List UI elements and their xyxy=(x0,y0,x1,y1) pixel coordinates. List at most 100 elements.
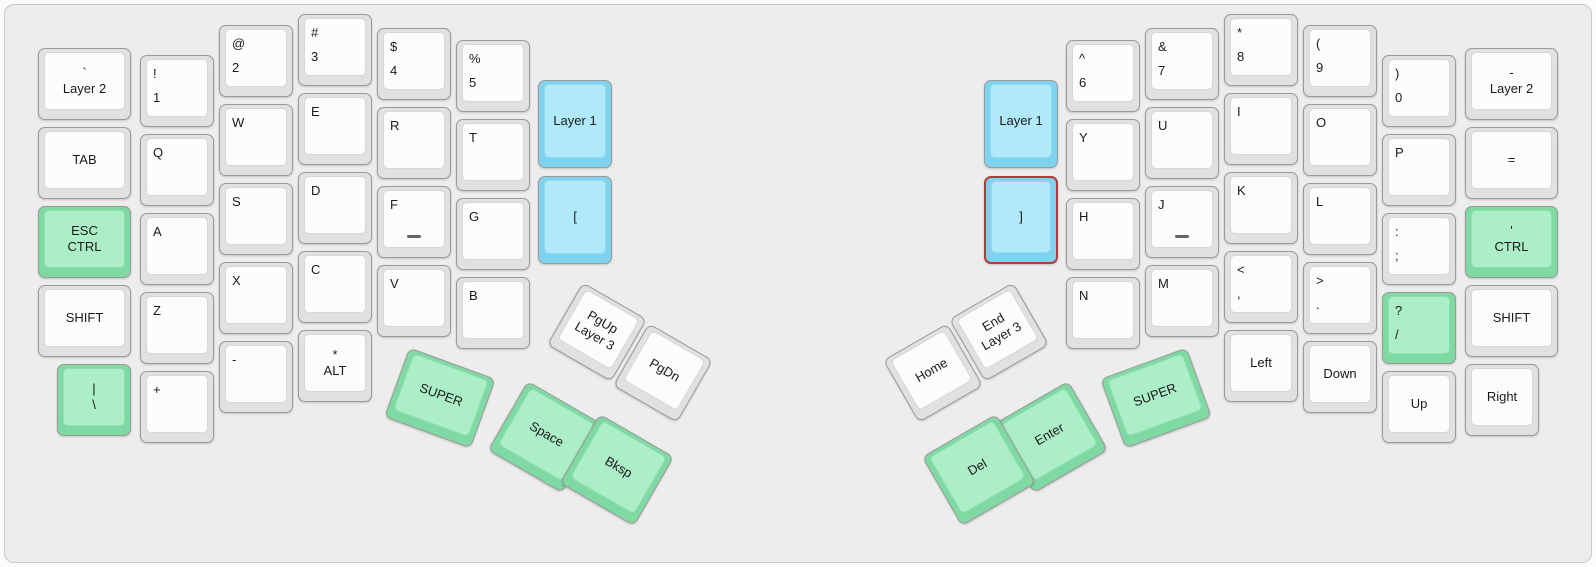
key-hash-3[interactable]: #3 xyxy=(298,14,372,86)
key-legend: - xyxy=(1509,65,1514,80)
key-star-8[interactable]: *8 xyxy=(1224,14,1298,86)
key-b[interactable]: B xyxy=(456,277,530,349)
key-paren-0[interactable]: )0 xyxy=(1382,55,1456,127)
key-c[interactable]: C xyxy=(298,251,372,323)
key-down[interactable]: Down xyxy=(1303,341,1377,413)
key-legend: ? xyxy=(1395,303,1403,318)
key-a[interactable]: A xyxy=(140,213,214,285)
key-legend: Y xyxy=(1079,130,1088,145)
key-n[interactable]: N xyxy=(1066,277,1140,349)
key-legend: Del xyxy=(965,455,990,479)
key-legend: J xyxy=(1158,197,1165,212)
key-legend: $ xyxy=(390,39,398,54)
key-legend: % xyxy=(469,51,481,66)
key-legend: [ xyxy=(573,209,577,224)
keycap-top: W xyxy=(225,108,287,166)
key-legend: Down xyxy=(1323,366,1357,381)
key-comma[interactable]: <, xyxy=(1224,251,1298,323)
key-m[interactable]: M xyxy=(1145,265,1219,337)
key-plus[interactable]: + xyxy=(140,371,214,443)
key-layer2-right[interactable]: -Layer 2 xyxy=(1465,48,1558,120)
key-super-left[interactable]: SUPER xyxy=(384,347,496,449)
key-v[interactable]: V xyxy=(377,265,451,337)
key-f[interactable]: F xyxy=(377,186,451,258)
key-k[interactable]: K xyxy=(1224,172,1298,244)
key-q[interactable]: Q xyxy=(140,134,214,206)
key-percent-5[interactable]: %5 xyxy=(456,40,530,112)
keycap-top: |\ xyxy=(63,368,125,426)
keycap-top: K xyxy=(1230,176,1292,234)
key-p[interactable]: P xyxy=(1382,134,1456,206)
key-legend: T xyxy=(469,130,477,145)
key-i[interactable]: I xyxy=(1224,93,1298,165)
key-left[interactable]: Left xyxy=(1224,330,1298,402)
key-u[interactable]: U xyxy=(1145,107,1219,179)
key-super-right[interactable]: SUPER xyxy=(1100,347,1212,449)
keycap-top: TAB xyxy=(44,131,125,189)
key-x[interactable]: X xyxy=(219,262,293,334)
key-period[interactable]: >. xyxy=(1303,262,1377,334)
keycap-top: Left xyxy=(1230,334,1292,392)
key-legend: Layer 1 xyxy=(999,113,1043,128)
key-dollar-4[interactable]: $4 xyxy=(377,28,451,100)
keycap-top: (9 xyxy=(1309,29,1371,87)
key-r[interactable]: R xyxy=(377,107,451,179)
key-rbracket[interactable]: ] xyxy=(984,176,1058,264)
key-legend: CTRL xyxy=(1494,239,1529,254)
key-lbracket[interactable]: [ xyxy=(538,176,612,264)
key-w[interactable]: W xyxy=(219,104,293,176)
keycap-top: ] xyxy=(991,181,1051,253)
key-pipe-backslash[interactable]: |\ xyxy=(57,364,131,436)
key-legend: Bksp xyxy=(602,453,636,481)
keycap-top: &7 xyxy=(1151,32,1213,90)
key-shift-right[interactable]: SHIFT xyxy=(1465,285,1558,357)
key-at-2[interactable]: @2 xyxy=(219,25,293,97)
key-legend: ; xyxy=(1395,248,1399,263)
key-layer1-left[interactable]: Layer 1 xyxy=(538,80,612,168)
key-y[interactable]: Y xyxy=(1066,119,1140,191)
keycap-top: S xyxy=(225,187,287,245)
key-legend: O xyxy=(1316,115,1327,130)
key-z[interactable]: Z xyxy=(140,292,214,364)
key-e[interactable]: E xyxy=(298,93,372,165)
key-tab[interactable]: TAB xyxy=(38,127,131,199)
key-legend: TAB xyxy=(72,152,97,167)
key-quote-ctrl[interactable]: 'CTRL xyxy=(1465,206,1558,278)
key-exclaim-1[interactable]: !1 xyxy=(140,55,214,127)
key-d[interactable]: D xyxy=(298,172,372,244)
keycap-top: )0 xyxy=(1388,59,1450,117)
key-legend: - xyxy=(232,352,237,367)
key-layer1-right[interactable]: Layer 1 xyxy=(984,80,1058,168)
key-t[interactable]: T xyxy=(456,119,530,191)
key-legend: Q xyxy=(153,145,164,160)
key-h[interactable]: H xyxy=(1066,198,1140,270)
key-layer2-left[interactable]: `Layer 2 xyxy=(38,48,131,120)
key-o[interactable]: O xyxy=(1303,104,1377,176)
keycap-top: >. xyxy=(1309,266,1371,324)
keycap-top: U xyxy=(1151,111,1213,169)
key-j[interactable]: J xyxy=(1145,186,1219,258)
key-question-slash[interactable]: ?/ xyxy=(1382,292,1456,364)
key-minus[interactable]: - xyxy=(219,341,293,413)
key-paren-9[interactable]: (9 xyxy=(1303,25,1377,97)
key-legend: 8 xyxy=(1237,49,1245,64)
key-g[interactable]: G xyxy=(456,198,530,270)
homing-bar-icon xyxy=(1175,235,1189,238)
keycap-top: Layer 1 xyxy=(544,84,606,158)
key-legend: @ xyxy=(232,36,246,51)
key-caret-6[interactable]: ^6 xyxy=(1066,40,1140,112)
key-legend: 1 xyxy=(153,90,161,105)
key-equals[interactable]: = xyxy=(1465,127,1558,199)
key-star-alt[interactable]: *ALT xyxy=(298,330,372,402)
key-shift-left[interactable]: SHIFT xyxy=(38,285,131,357)
key-right[interactable]: Right xyxy=(1465,364,1539,436)
key-amp-7[interactable]: &7 xyxy=(1145,28,1219,100)
key-up[interactable]: Up xyxy=(1382,371,1456,443)
key-legend: L xyxy=(1316,194,1324,209)
key-l[interactable]: L xyxy=(1303,183,1377,255)
key-s[interactable]: S xyxy=(219,183,293,255)
keycap-top: M xyxy=(1151,269,1213,327)
key-semicolon[interactable]: :; xyxy=(1382,213,1456,285)
